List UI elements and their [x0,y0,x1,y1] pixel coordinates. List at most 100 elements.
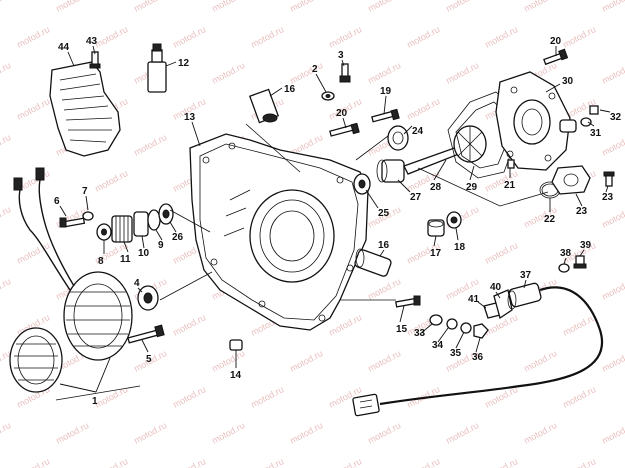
callout-29: 28 [430,182,442,193]
watermark-text: motod.ru [288,60,324,86]
callout-40: 39 [580,240,592,251]
leader-lines [59,45,611,393]
watermark-text: motod.ru [366,60,402,86]
bushing-17 [427,219,445,237]
stator-wires [13,167,75,291]
watermark-text: motod.ru [54,420,90,446]
watermark-text: motod.ru [249,24,285,50]
watermark-text: motod.ru [327,312,363,338]
callout-26: 25 [378,208,390,219]
watermark-text: motod.ru [405,24,441,50]
watermark-text: motod.ru [600,132,625,158]
watermark-text: motod.ru [54,0,90,14]
callout-16a: 16 [284,84,296,95]
callout-28: 27 [410,192,422,203]
watermark-text: motod.ru [600,420,625,446]
watermark-text: motod.ru [444,60,480,86]
watermark-text: motod.ru [366,348,402,374]
watermark-text: motod.ru [0,132,12,158]
callout-8: 8 [98,256,104,267]
washer-8 [96,223,112,241]
callout-30: 29 [466,182,478,193]
callout-17: 17 [430,248,442,259]
seal-26 [353,173,371,195]
callout-36: 35 [450,348,462,359]
watermark-text: motod.ru [288,348,324,374]
impeller-shaft-29 [403,125,487,175]
watermark-text: motod.ru [600,348,625,374]
watermark-text: motod.ru [327,456,363,468]
bolt-5 [127,324,165,344]
sensor-38 [507,282,542,310]
watermark-text: motod.ru [600,60,625,86]
callout-27: 26 [172,232,184,243]
callout-5: 5 [146,354,152,365]
washer-36 [460,322,472,334]
bolt-19 [371,108,400,123]
bolt-33 [589,105,599,115]
watermark-text: motod.ru [0,276,12,302]
watermark-text: motod.ru [561,24,597,50]
callout-4: 4 [134,278,140,289]
seal-27 [158,203,174,225]
watermark-text: motod.ru [483,456,519,468]
flange-23 [551,165,591,195]
assembly-guide-lines [55,123,549,401]
watermark-text: motod.ru [132,420,168,446]
watermark-text: motod.ru [288,0,324,14]
crankcase-cover-13 [189,133,369,331]
bolt-24 [603,171,615,187]
callout-32: 31 [590,128,602,139]
watermark-text: motod.ru [522,0,558,14]
callout-6: 6 [54,196,60,207]
watermark-text: motod.ru [132,132,168,158]
pin-21 [507,159,515,169]
seal-18 [446,211,462,229]
watermark-text: motod.ru [288,420,324,446]
seal-25 [387,125,409,151]
watermark-text: motod.ru [249,384,285,410]
watermark-text: motod.ru [444,0,480,14]
watermark-text: motod.ru [132,0,168,14]
bearing-28 [376,159,405,183]
watermark-text: motod.ru [171,456,207,468]
part-drawings [9,43,615,417]
callout-1: 1 [92,396,98,407]
callout-15: 15 [396,324,408,335]
rotor-assembly [9,327,63,393]
callout-42: 41 [468,294,480,305]
watermark-text: motod.ru [171,312,207,338]
callout-9: 9 [158,240,164,251]
sleeve-10 [133,211,149,237]
callout-39: 38 [560,248,572,259]
watermark-text: motod.ru [0,0,12,14]
watermark-text: motod.ru [93,168,129,194]
dowel-14 [229,339,243,351]
watermark-text: motod.ru [249,456,285,468]
callout-13: 13 [184,112,196,123]
watermark-text: motod.ru [444,420,480,446]
watermark-text: motod.ru [561,312,597,338]
watermark-text: motod.ru [600,204,625,230]
watermark-text: motod.ru [327,24,363,50]
gear-11 [111,215,133,243]
callout-20b: 20 [550,36,562,47]
callout-38: 37 [520,270,532,281]
callout-34: 33 [414,328,426,339]
bolt-20-right [543,48,569,66]
callout-3: 3 [338,50,344,61]
watermark-text: motod.ru [600,276,625,302]
watermark-text: motod.ru [483,24,519,50]
callout-23: 23 [576,206,588,217]
bolt-43 [89,51,101,69]
callout-22: 22 [544,214,556,225]
watermark-text: motod.ru [522,420,558,446]
washer-7 [82,211,94,221]
watermark-text: motod.ru [405,96,441,122]
callout-12: 12 [178,58,190,69]
watermark-text: motod.ru [561,456,597,468]
callout-24: 23 [602,192,614,203]
callout-19: 19 [380,86,392,97]
watermark-text: motod.ru [405,456,441,468]
